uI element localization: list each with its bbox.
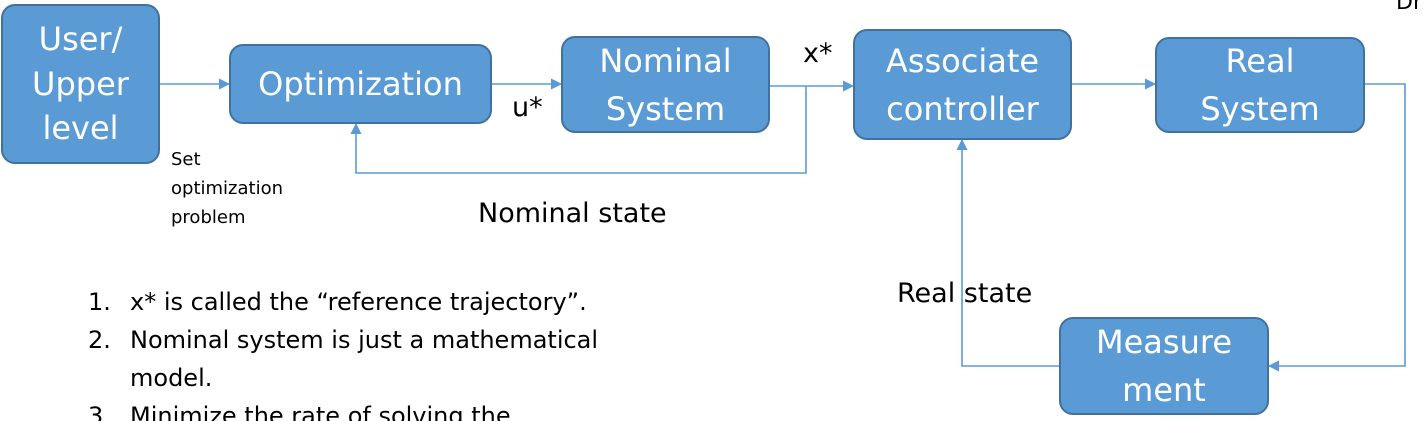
nominal-state-label: Nominal state [478,198,667,229]
list-item: 1. x* is called the “reference trajector… [88,283,630,321]
list-number: 2. [88,326,111,354]
list-item: 2. Nominal system is just a mathematical… [88,321,630,397]
list-item: 3. Minimize the rate of solving the [88,397,630,421]
user-upper-level-label: User/ Upper level [32,19,129,148]
measurement-block: Measure ment [1059,317,1269,415]
list-number: 3. [88,402,111,421]
real-system-block: Real System [1155,37,1365,133]
optimization-block: Optimization [229,44,492,124]
list-text: Minimize the rate of solving the [130,402,511,421]
real-system-label: Real System [1200,42,1320,128]
real-state-label: Real state [897,278,1033,309]
x-star-label: x* [803,38,833,69]
nominal-state-feedback [350,86,807,174]
notes-list: 1. x* is called the “reference trajector… [88,283,630,421]
nominal-system-block: Nominal System [561,36,770,133]
u-star-label: u* [512,92,543,123]
list-text: x* is called the “reference trajectory”. [130,288,587,316]
list-text: Nominal system is just a mathematical mo… [130,326,599,392]
set-optimization-problem-label: Set optimization problem [171,149,283,228]
associate-controller-block: Associate controller [853,29,1072,140]
nominal-system-label: Nominal System [599,41,732,128]
real-state-feedback [956,138,1059,367]
corner-text: Dr [1396,0,1422,15]
user-upper-level-block: User/ Upper level [1,4,160,164]
arrow-real-to-measurement [1267,83,1406,372]
optimization-label: Optimization [258,65,463,103]
measurement-label: Measure ment [1096,323,1232,409]
list-number: 1. [88,288,111,316]
associate-controller-label: Associate controller [885,41,1040,128]
